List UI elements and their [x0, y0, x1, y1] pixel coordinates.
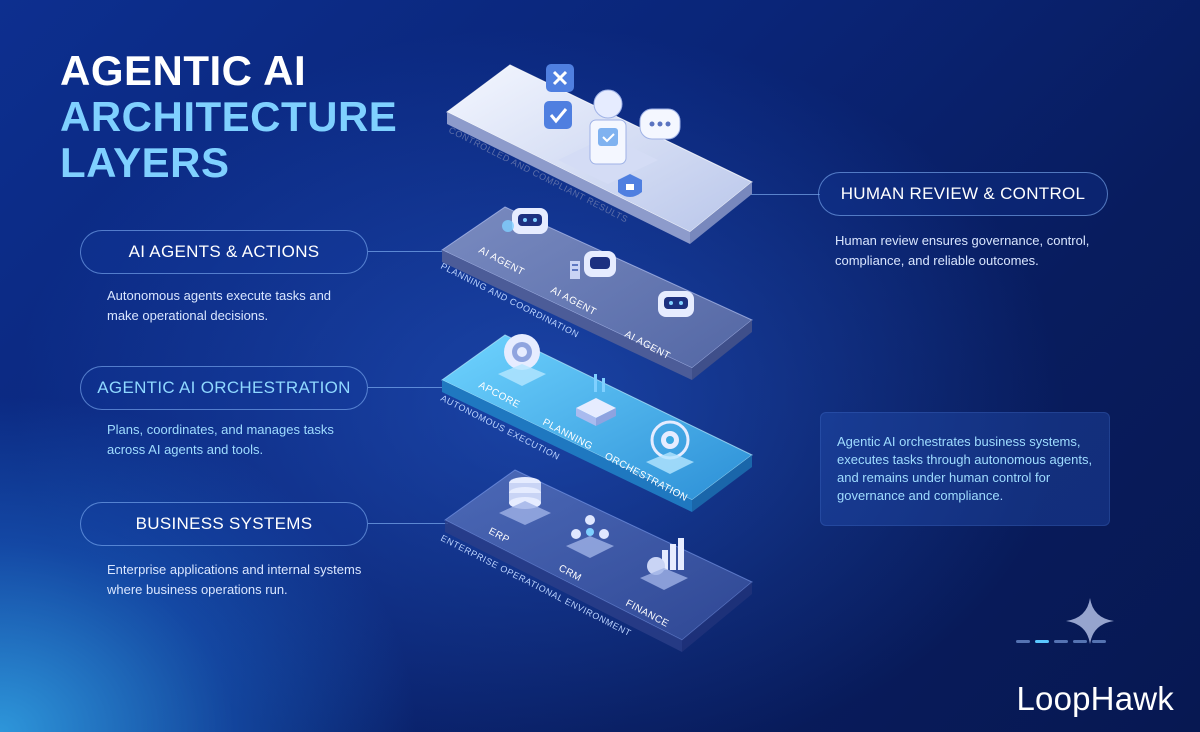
- desc-business-systems: Enterprise applications and internal sys…: [107, 560, 377, 600]
- desc-orch-line-1: Plans, coordinates, and manages tasks: [107, 422, 334, 437]
- pill-ai-agents: AI AGENTS & ACTIONS: [80, 230, 368, 274]
- gear-icon: [498, 334, 546, 386]
- desc-business-line-2: where business operations run.: [107, 582, 288, 597]
- desc-agents-line-1: Autonomous agents execute tasks and: [107, 288, 332, 303]
- progress-dots: [1016, 640, 1106, 643]
- layer-orchestration: AUTONOMOUS EXECUTION APCORE PLANNING ORC…: [439, 334, 753, 512]
- title-line-2: ARCHITECTURE: [60, 93, 398, 140]
- progress-dot: [1092, 640, 1106, 643]
- orchestration-gear-icon: [646, 420, 694, 474]
- pill-orchestration-label: AGENTIC AI ORCHESTRATION: [97, 378, 351, 397]
- check-icon: [544, 101, 572, 129]
- progress-dot: [1073, 640, 1087, 643]
- pill-human-review: HUMAN REVIEW & CONTROL: [818, 172, 1108, 216]
- desc-orchestration: Plans, coordinates, and manages tasks ac…: [107, 420, 367, 460]
- pill-orchestration: AGENTIC AI ORCHESTRATION: [80, 366, 368, 410]
- robot-icon: [502, 208, 548, 234]
- sparkle-icon: [1066, 598, 1114, 644]
- pill-ai-agents-label: AI AGENTS & ACTIONS: [128, 242, 320, 261]
- desc-business-line-1: Enterprise applications and internal sys…: [107, 562, 362, 577]
- summary-box: Agentic AI orchestrates business systems…: [820, 412, 1110, 526]
- connector-human: [748, 194, 820, 195]
- desc-ai-agents: Autonomous agents execute tasks and make…: [107, 286, 367, 326]
- close-icon: [546, 64, 574, 92]
- database-icon: [499, 477, 551, 525]
- summary-line-1: Agentic AI orchestrates business systems…: [837, 434, 1081, 449]
- title-line-1: AGENTIC AI: [60, 47, 307, 94]
- pill-business-systems: BUSINESS SYSTEMS: [80, 502, 368, 546]
- summary-line-4: governance and compliance.: [837, 488, 1004, 503]
- layer-ai-agents: PLANNING AND COORDINATION AI AGENT AI AG…: [439, 206, 753, 380]
- chat-bubble-icon: [639, 108, 681, 140]
- checklist-icon: [570, 251, 616, 279]
- desc-human-line-2: compliance, and reliable outcomes.: [835, 253, 1039, 268]
- robot-icon: [658, 291, 694, 317]
- title-line-3: LAYERS: [60, 139, 230, 186]
- server-chip-icon: [576, 374, 616, 426]
- connector-orchestration: [368, 387, 448, 388]
- bar-chart-icon: [640, 538, 688, 590]
- desc-human-review: Human review ensures governance, control…: [835, 231, 1125, 271]
- person-shield-icon: [558, 89, 658, 197]
- summary-line-2: executes tasks through autonomous agents…: [837, 452, 1093, 467]
- desc-orch-line-2: across AI agents and tools.: [107, 442, 264, 457]
- connector-business: [368, 523, 448, 524]
- desc-agents-line-2: make operational decisions.: [107, 308, 269, 323]
- summary-line-3: and remains under human control for: [837, 470, 1051, 485]
- connector-agents: [368, 251, 448, 252]
- progress-dot: [1016, 640, 1030, 643]
- brand-logo: LoopHawk: [1016, 680, 1174, 717]
- progress-dot: [1054, 640, 1068, 643]
- pill-business-systems-label: BUSINESS SYSTEMS: [135, 514, 313, 533]
- pill-human-review-label: HUMAN REVIEW & CONTROL: [840, 184, 1086, 203]
- progress-dot-active: [1035, 640, 1049, 643]
- people-network-icon: [566, 515, 614, 558]
- desc-human-line-1: Human review ensures governance, control…: [835, 233, 1090, 248]
- page-title: AGENTIC AI ARCHITECTURE LAYERS: [60, 48, 397, 186]
